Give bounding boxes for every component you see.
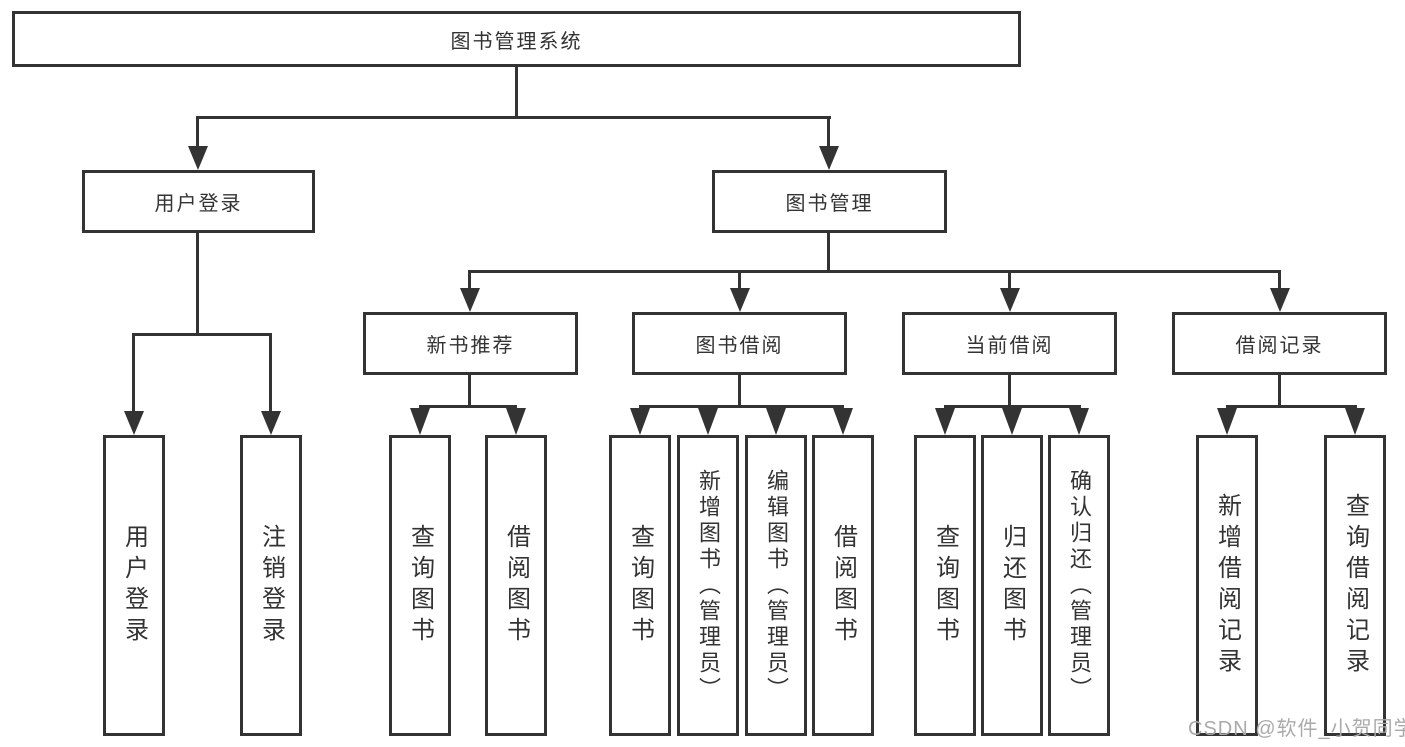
leaf-query-borrow-record: 查询借阅记录 xyxy=(1324,435,1386,736)
arrowhead-down xyxy=(261,411,281,435)
connector-line xyxy=(639,405,844,408)
connector-line xyxy=(827,116,830,149)
arrowhead-down xyxy=(833,408,853,435)
leaf-logout: 注销登录 xyxy=(240,435,302,736)
node-user-login: 用户登录 xyxy=(82,170,315,233)
node-current-borrowing: 当前借阅 xyxy=(902,312,1117,375)
arrowhead-down xyxy=(698,408,718,435)
connector-line xyxy=(1226,405,1357,408)
leaf-add-books-admin: 新增图书（管理员） xyxy=(677,435,739,736)
connector-line xyxy=(132,333,135,413)
connector-line xyxy=(419,405,517,408)
connector-line xyxy=(468,270,471,291)
leaf-add-borrow-record: 新增借阅记录 xyxy=(1196,435,1258,736)
arrowhead-down xyxy=(819,146,839,170)
leaf-confirm-return-admin: 确认归还（管理员） xyxy=(1048,435,1110,736)
arrowhead-down xyxy=(1270,288,1290,312)
leaf-edit-books-admin: 编辑图书（管理员） xyxy=(745,435,807,736)
connector-line xyxy=(196,116,199,149)
arrowhead-down xyxy=(188,146,208,170)
arrowhead-down xyxy=(766,408,786,435)
connector-line xyxy=(269,333,272,413)
leaf-query-books: 查询图书 xyxy=(609,435,671,736)
connector-line xyxy=(738,373,741,408)
node-book-management: 图书管理 xyxy=(712,170,947,233)
arrowhead-down xyxy=(935,408,955,435)
arrowhead-down xyxy=(410,408,430,435)
node-book-borrowing: 图书借阅 xyxy=(632,312,847,375)
arrowhead-down xyxy=(1217,408,1237,435)
connector-line xyxy=(468,270,1281,273)
leaf-query-books: 查询图书 xyxy=(389,435,451,736)
arrowhead-down xyxy=(124,411,144,435)
leaf-borrow-books: 借阅图书 xyxy=(812,435,874,736)
leaf-query-books: 查询图书 xyxy=(914,435,976,736)
connector-line xyxy=(468,373,471,408)
leaf-user-login: 用户登录 xyxy=(103,435,165,736)
connector-line xyxy=(1008,373,1011,408)
connector-line xyxy=(196,231,199,336)
connector-line xyxy=(827,231,830,273)
connector-line xyxy=(515,64,518,119)
node-borrowing-records: 借阅记录 xyxy=(1172,312,1387,375)
csdn-watermark: CSDN @软件_小贺同学 xyxy=(1188,718,1405,740)
arrowhead-down xyxy=(460,288,480,312)
arrowhead-down xyxy=(506,408,526,435)
connector-line xyxy=(1278,270,1281,291)
arrowhead-down xyxy=(630,408,650,435)
leaf-borrow-books: 借阅图书 xyxy=(485,435,547,736)
connector-line xyxy=(132,333,272,336)
node-new-book-recommend: 新书推荐 xyxy=(363,312,578,375)
arrowhead-down xyxy=(1002,408,1022,435)
connector-line xyxy=(944,405,1081,408)
arrowhead-down xyxy=(1000,288,1020,312)
node-root: 图书管理系统 xyxy=(12,11,1021,67)
connector-line xyxy=(1008,270,1011,291)
connector-line xyxy=(738,270,741,291)
arrowhead-down xyxy=(1069,408,1089,435)
arrowhead-down xyxy=(1345,408,1365,435)
arrowhead-down xyxy=(730,288,750,312)
leaf-return-books: 归还图书 xyxy=(981,435,1043,736)
connector-line xyxy=(1278,373,1281,408)
connector-line xyxy=(196,116,831,119)
